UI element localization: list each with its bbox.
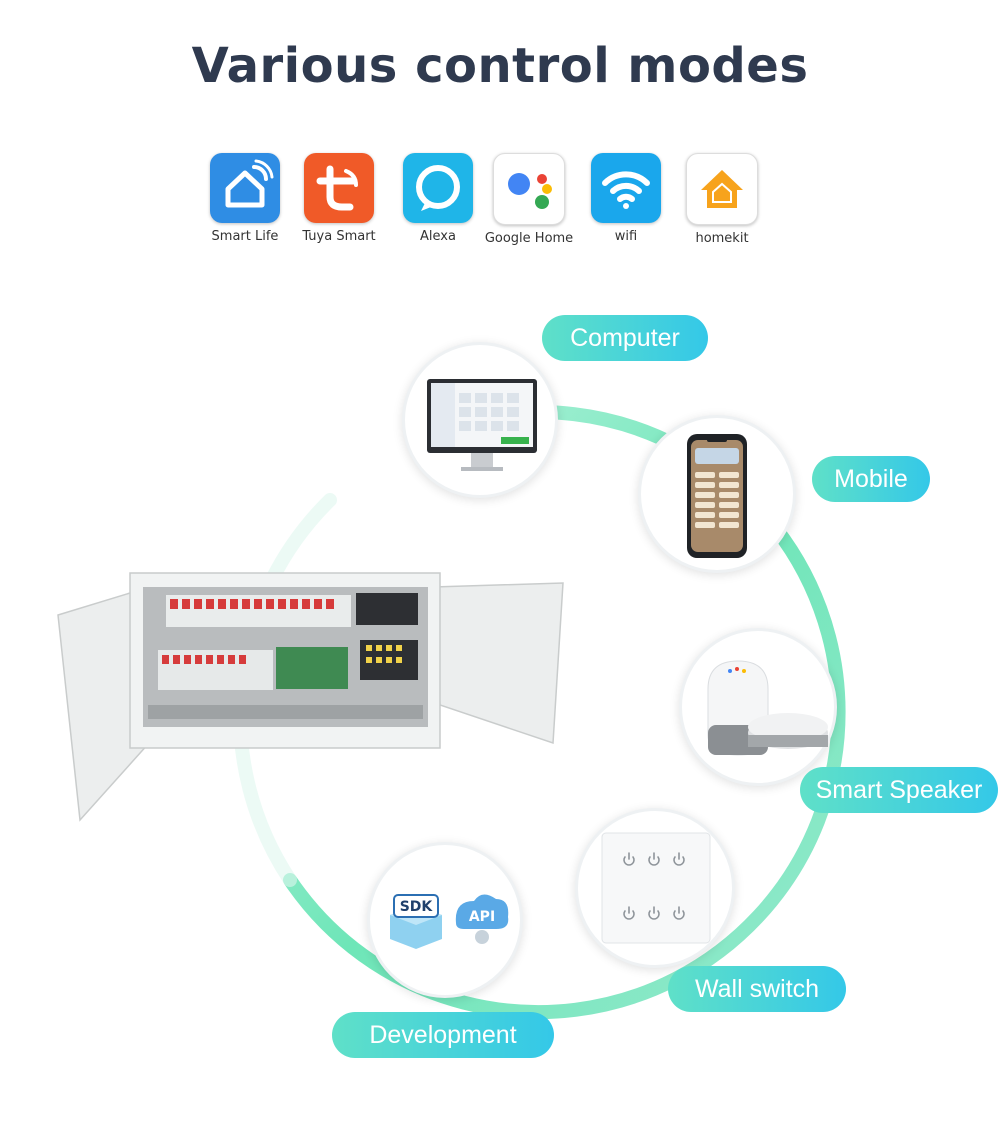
wall-switch-label: Wall switch — [668, 966, 846, 1012]
smart-speaker-node — [679, 628, 837, 786]
app-label: Smart Life — [211, 229, 279, 244]
smart-speaker-label: Smart Speaker — [800, 767, 998, 813]
alexa-icon — [403, 153, 473, 223]
google-home-icon — [493, 153, 565, 225]
computer-label: Computer — [542, 315, 708, 361]
app-label: Tuya Smart — [302, 229, 376, 244]
page-title: Various control modes — [191, 38, 809, 94]
development-node: SDK API — [367, 842, 523, 998]
app-alexa: Alexa — [393, 153, 483, 244]
homekit-icon — [686, 153, 758, 225]
sdk-icon — [390, 894, 442, 949]
app-label: Google Home — [484, 231, 574, 246]
computer-monitor-icon — [427, 379, 537, 471]
mobile-node — [638, 415, 796, 573]
app-wifi: wifi — [581, 153, 671, 244]
app-tuya-smart: Tuya Smart — [294, 153, 384, 244]
app-label: Alexa — [420, 229, 456, 244]
wall-switch-node — [575, 808, 735, 968]
app-label: homekit — [695, 231, 749, 246]
smartphone-icon — [687, 434, 747, 558]
wifi-icon — [591, 153, 661, 223]
development-label: Development — [332, 1012, 554, 1058]
app-smart-life: Smart Life — [200, 153, 290, 244]
smart-life-icon — [210, 153, 280, 223]
sdk-badge: SDK — [400, 899, 434, 915]
control-cabinet-image — [57, 572, 564, 822]
mobile-label: Mobile — [812, 456, 930, 502]
app-homekit: homekit — [677, 153, 767, 246]
api-badge: API — [469, 909, 495, 925]
computer-node — [402, 342, 558, 498]
smart-speaker-icon — [707, 660, 828, 756]
api-icon — [455, 894, 509, 944]
sdk-api-icons: SDK API — [390, 894, 509, 949]
app-label: wifi — [614, 229, 638, 244]
tuya-smart-icon — [304, 153, 374, 223]
wall-switch-icon — [601, 832, 711, 944]
app-google-home: Google Home — [484, 153, 574, 246]
